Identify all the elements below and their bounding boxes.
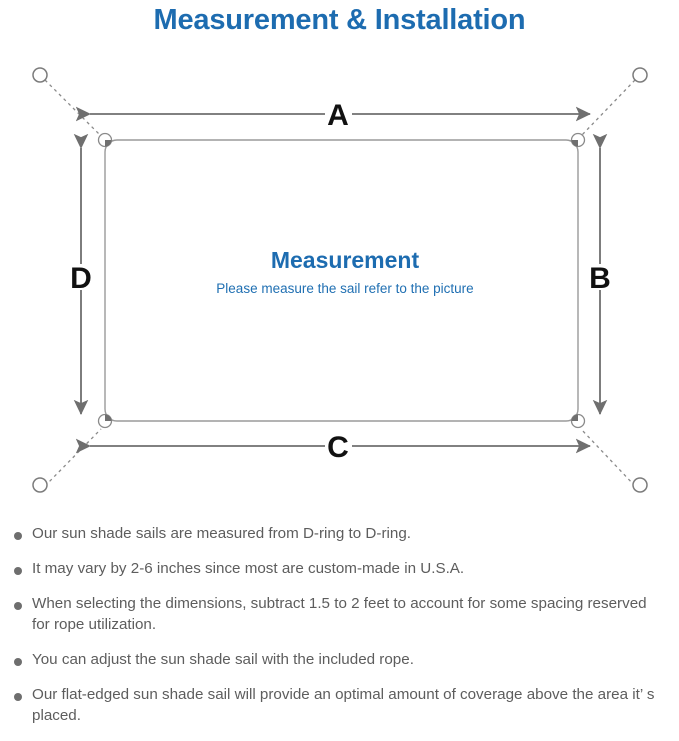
list-item: When selecting the dimensions, subtract …: [0, 594, 679, 636]
page-title: Measurement & Installation: [153, 4, 526, 36]
d-ring-top-left-tab: [105, 140, 112, 147]
anchor-ring-bottom-right: [632, 477, 648, 493]
list-item: Our flat-edged sun shade sail will provi…: [0, 685, 679, 727]
rope-group: [44, 79, 636, 487]
d-ring-top-right-tab: [571, 140, 578, 147]
bullet-icon: [14, 601, 22, 610]
rope-top-left: [44, 79, 102, 137]
d-ring-bottom-left-tab: [105, 414, 112, 421]
d-ring-bottom-right-tab: [571, 414, 578, 421]
dimension-label-d: D: [70, 262, 92, 295]
sail-measurement-diagram: A C D B Measurement Please measure the s…: [32, 67, 648, 493]
bullet-icon: [14, 532, 22, 540]
dimension-label-c: C: [327, 431, 349, 464]
note-text: It may vary by 2-6 inches since most are…: [32, 559, 465, 577]
rope-top-right: [580, 79, 636, 137]
diagram-center-subtext: Please measure the sail refer to the pic…: [216, 281, 473, 296]
anchor-ring-bottom-left: [32, 477, 48, 493]
anchor-ring-group: [32, 67, 648, 493]
bullet-icon: [14, 692, 22, 701]
shade-sail-body: [104, 139, 579, 422]
dimension-label-b: B: [589, 262, 611, 295]
list-item: It may vary by 2-6 inches since most are…: [0, 559, 679, 580]
anchor-ring-top-right: [632, 67, 648, 83]
d-ring-group: [97, 132, 586, 429]
notes-list: Our sun shade sails are measured from D-…: [0, 524, 679, 741]
note-text: Our flat-edged sun shade sail will provi…: [32, 685, 655, 724]
rope-bottom-left: [44, 428, 102, 487]
note-text: You can adjust the sun shade sail with t…: [32, 650, 414, 668]
note-text: Our sun shade sails are measured from D-…: [32, 525, 411, 542]
bullet-icon: [14, 566, 22, 575]
list-item: Our sun shade sails are measured from D-…: [0, 524, 679, 545]
dimension-label-a: A: [327, 99, 349, 132]
anchor-ring-top-left: [32, 67, 48, 83]
diagram-center-heading: Measurement: [271, 247, 420, 273]
note-text: When selecting the dimensions, subtract …: [32, 594, 647, 633]
bullet-icon: [14, 657, 22, 666]
rope-bottom-right: [580, 428, 636, 487]
list-item: You can adjust the sun shade sail with t…: [0, 650, 679, 671]
